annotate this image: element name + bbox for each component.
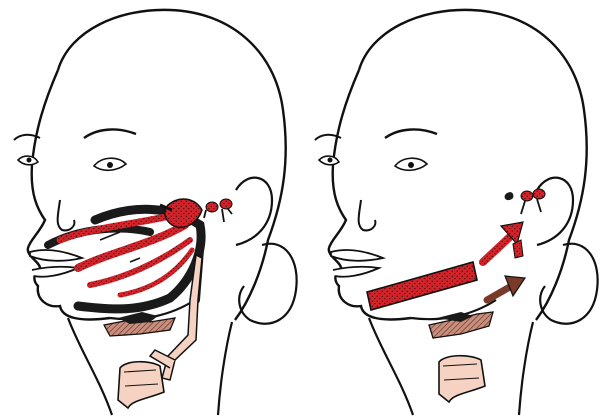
left-head-illustration [0,0,301,419]
neck-left-line [369,318,413,415]
right-head-drawing [301,0,602,419]
right-head-illustration [301,0,602,419]
face-profile [329,70,411,320]
lower-arrow [487,276,525,300]
neck-right-line [519,322,533,415]
ear-vessel-cluster [505,189,545,258]
right-pupil [408,162,414,168]
nose [58,200,75,230]
nose [359,200,376,230]
ear-vessel-cluster [204,199,232,222]
left-pupil [328,158,333,163]
ponytail [540,244,597,324]
right-eyebrow [385,129,437,138]
left-head-drawing [0,0,301,419]
flap-band [367,262,477,310]
ear [537,178,573,245]
ponytail [239,244,296,324]
neck-right-line [218,322,232,415]
left-pupil [27,158,32,163]
neck-left-line [68,318,112,415]
right-pupil [107,162,113,168]
vessel-network [60,215,192,295]
right-eyebrow [84,129,136,138]
ear [236,178,272,245]
